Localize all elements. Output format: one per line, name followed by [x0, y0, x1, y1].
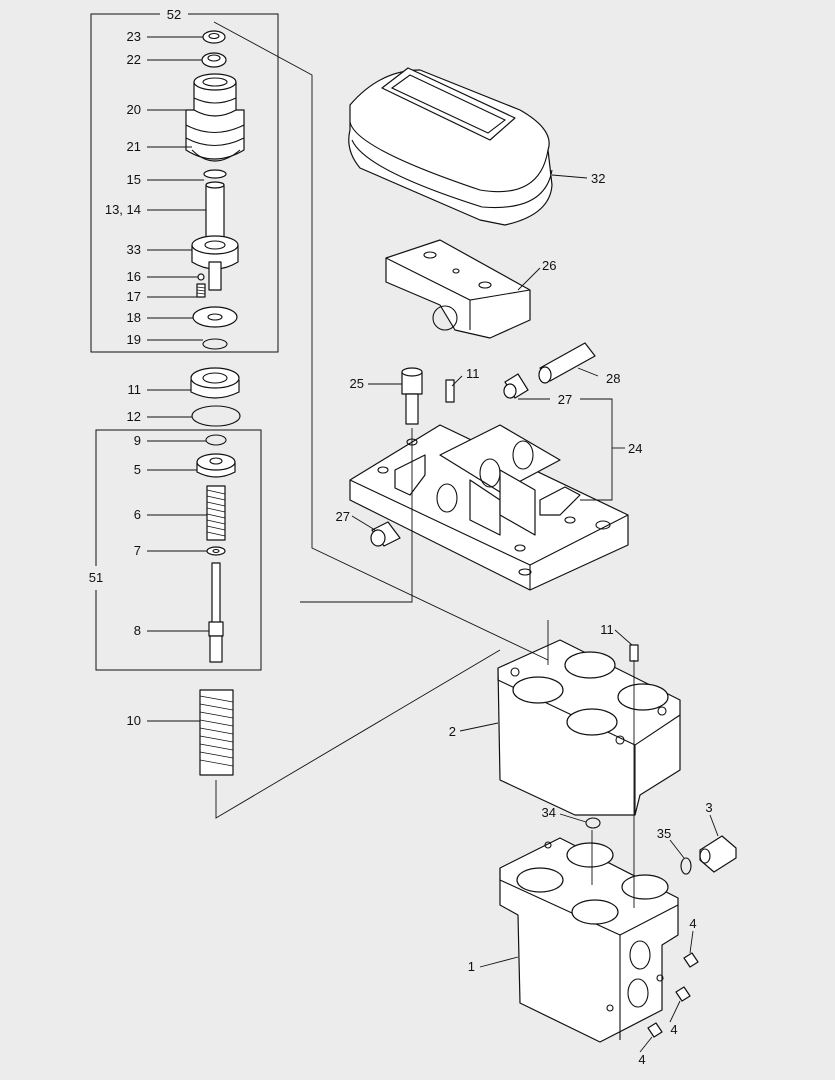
- label-17: 17: [127, 289, 141, 304]
- callout-labels: 52 23 22 20 21 15 13, 14 33 16 17 18 19 …: [89, 7, 713, 1067]
- label-4-b: 4: [670, 1022, 677, 1037]
- part-11-seal: [190, 367, 240, 399]
- label-15: 15: [127, 172, 141, 187]
- label-6: 6: [134, 507, 141, 522]
- part-17-spring: [196, 283, 206, 298]
- part-8-spool: [208, 562, 224, 663]
- label-11-upper: 11: [466, 366, 480, 381]
- part-18-plate: [192, 306, 238, 328]
- label-23: 23: [127, 29, 141, 44]
- label-27-upper: 27: [558, 392, 572, 407]
- label-19: 19: [127, 332, 141, 347]
- part-7-washer: [206, 546, 226, 556]
- part-6-spring: [206, 485, 226, 541]
- part-15-oring: [203, 169, 227, 179]
- label-1: 1: [468, 959, 475, 974]
- part-26-cam-plate: [385, 239, 531, 339]
- label-21: 21: [127, 139, 141, 154]
- label-13-14: 13, 14: [105, 202, 141, 217]
- label-8: 8: [134, 623, 141, 638]
- label-2: 2: [449, 724, 456, 739]
- part-4-plug-c: [647, 1022, 663, 1038]
- label-34: 34: [542, 805, 556, 820]
- label-11-lower: 11: [600, 622, 614, 637]
- part-5-spring-seat: [196, 453, 236, 478]
- label-51: 51: [89, 570, 103, 585]
- label-22: 22: [127, 52, 141, 67]
- part-1-housing: [499, 837, 679, 1043]
- part-24-bracket: [349, 424, 629, 591]
- label-25: 25: [350, 376, 364, 391]
- part-25-bolt: [401, 367, 423, 425]
- label-4-c: 4: [638, 1052, 645, 1067]
- part-9-ring: [205, 434, 227, 446]
- part-3-plug: [699, 835, 737, 873]
- group-box-52: [90, 13, 279, 353]
- label-26: 26: [542, 258, 556, 273]
- label-9: 9: [134, 433, 141, 448]
- part-20-nut: [185, 73, 245, 160]
- part-34-oring: [585, 817, 601, 829]
- label-11-seal: 11: [128, 382, 142, 397]
- part-13-14-plunger: [205, 181, 225, 246]
- part-4-plug-a: [683, 952, 699, 968]
- part-21-oring: [191, 149, 241, 162]
- part-27-bushing-upper: [503, 373, 529, 399]
- leader-lines: [147, 36, 719, 1053]
- assembly-lines: [213, 21, 635, 908]
- label-4-a: 4: [689, 916, 696, 931]
- part-35-oring: [680, 857, 692, 875]
- label-28: 28: [606, 371, 620, 386]
- part-23-ring: [202, 30, 226, 44]
- label-12: 12: [127, 409, 141, 424]
- label-18: 18: [127, 310, 141, 325]
- label-16: 16: [127, 269, 141, 284]
- label-3: 3: [705, 800, 712, 815]
- part-28-pin: [538, 342, 596, 384]
- part-10-return-spring: [199, 689, 234, 776]
- group-box-51: [95, 429, 262, 671]
- label-52: 52: [167, 7, 181, 22]
- label-24: 24: [628, 441, 642, 456]
- part-2-body: [497, 639, 681, 816]
- part-32-boot: [348, 67, 553, 226]
- part-12-oring: [191, 405, 241, 427]
- label-33: 33: [127, 242, 141, 257]
- part-4-plug-b: [675, 986, 691, 1002]
- label-20: 20: [127, 102, 141, 117]
- label-32: 32: [591, 171, 605, 186]
- part-16-ball: [197, 273, 205, 281]
- label-5: 5: [134, 462, 141, 477]
- label-27-lower: 27: [336, 509, 350, 524]
- part-11-set-screw-lower: [629, 644, 639, 662]
- label-7: 7: [134, 543, 141, 558]
- label-10: 10: [127, 713, 141, 728]
- label-35: 35: [657, 826, 671, 841]
- part-22-washer: [201, 52, 227, 68]
- part-33-guide: [191, 235, 239, 291]
- part-11-set-screw-upper: [445, 379, 455, 403]
- part-19-circlip: [202, 338, 228, 350]
- part-27-bushing-lower: [370, 521, 401, 547]
